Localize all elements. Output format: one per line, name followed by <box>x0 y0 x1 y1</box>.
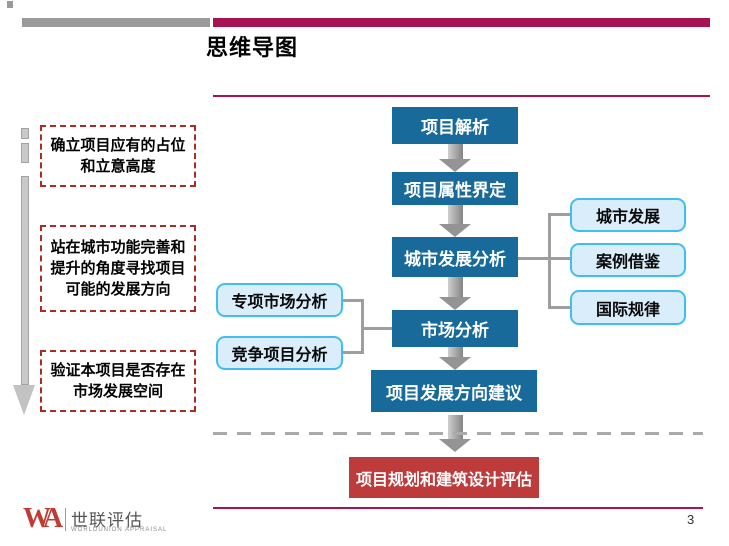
branch-box-case-reference: 案例借鉴 <box>570 243 686 277</box>
page-number: 3 <box>687 512 695 527</box>
branch-box-city-development: 城市发展 <box>570 198 686 232</box>
branch-box-competing-project-analysis: 竞争项目分析 <box>216 336 343 370</box>
note-box-market-space: 验证本项目是否存在 市场发展空间 <box>40 350 196 412</box>
slide-title: 思维导图 <box>206 35 299 60</box>
note-box-positioning: 确立项目应有的占位 和立意高度 <box>40 125 196 187</box>
footer-rule <box>213 507 703 509</box>
connector-line <box>343 351 364 354</box>
connector-line <box>361 299 364 354</box>
flow-step-project-analysis: 项目解析 <box>392 107 518 144</box>
header-gray-bar <box>22 18 210 27</box>
connector-line <box>548 213 570 216</box>
title-underline <box>213 95 710 97</box>
logo-company-name-cn: 世联评估 <box>71 511 143 530</box>
branch-box-special-market-analysis: 专项市场分析 <box>216 283 343 317</box>
flow-step-attribute-definition: 项目属性界定 <box>392 172 518 205</box>
connector-line <box>343 299 364 302</box>
final-step-planning-design-evaluation: 项目规划和建筑设计评估 <box>349 457 539 498</box>
logo-company-name-en: WORLDUNION APPRAISAL <box>71 527 168 533</box>
connector-line <box>518 257 570 260</box>
left-arrow-head-icon <box>13 385 35 415</box>
connector-line <box>548 306 570 309</box>
left-arrow-shaft <box>21 176 29 385</box>
left-arrow-segment <box>21 128 29 139</box>
branch-box-international-patterns: 国际规律 <box>570 290 686 325</box>
down-arrow-icon <box>439 144 471 172</box>
note-box-city-function: 站在城市功能完善和 提升的角度寻找项目 可能的发展方向 <box>40 225 196 312</box>
header-accent-bar <box>213 18 710 27</box>
left-arrow-segment <box>21 143 29 163</box>
down-arrow-icon <box>439 205 471 237</box>
connector-line <box>548 213 551 309</box>
connector-line <box>361 327 392 330</box>
dashed-separator-line <box>213 432 703 435</box>
flow-step-city-development-analysis: 城市发展分析 <box>392 237 518 277</box>
corner-mark-decoration <box>7 1 13 8</box>
logo-divider <box>65 508 66 531</box>
flow-step-development-direction: 项目发展方向建议 <box>371 370 537 412</box>
down-arrow-icon <box>439 277 471 310</box>
flow-step-market-analysis: 市场分析 <box>392 310 518 347</box>
worldunion-logo-monogram: WA <box>23 503 63 534</box>
down-arrow-icon <box>439 347 471 370</box>
